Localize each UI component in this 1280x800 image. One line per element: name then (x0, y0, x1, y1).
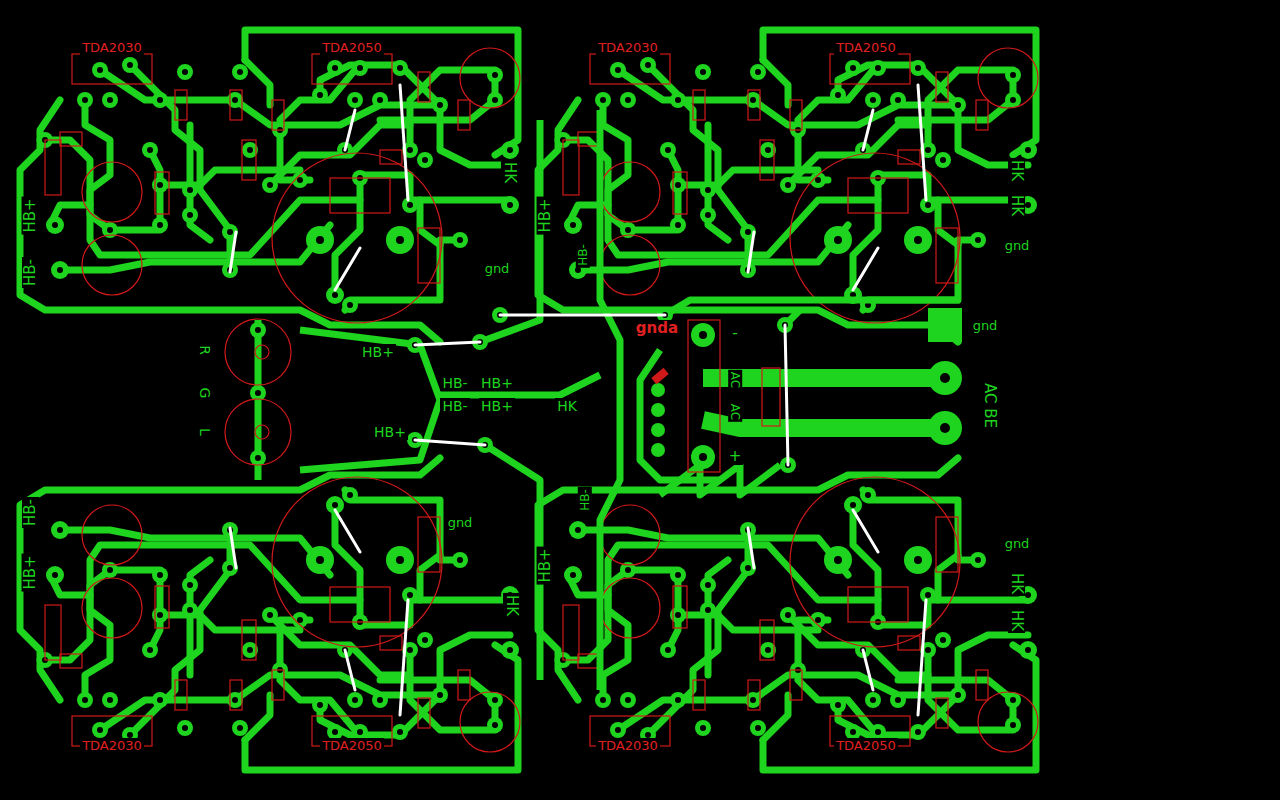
board-label: AC (728, 402, 742, 422)
amp-quadrant (538, 458, 1038, 770)
board-label: TDA2030 (596, 40, 660, 55)
board-label: HB- (21, 257, 38, 288)
board-label: HB- (576, 242, 590, 268)
board-label: HB+ (479, 375, 515, 391)
board-label: gnd (1003, 536, 1032, 551)
board-label: gnda (634, 320, 680, 337)
center-traces (258, 110, 960, 690)
board-label: HB+ (21, 196, 38, 234)
center-holes (255, 312, 950, 468)
jumper-wires (415, 315, 788, 465)
board-label: AC BE (981, 380, 998, 429)
board-label: HB+ (536, 196, 553, 234)
board-label: HK (1009, 570, 1026, 595)
board-label: HB+ (21, 553, 38, 591)
board-label: gnd (483, 261, 512, 276)
board-label: TDA2030 (80, 40, 144, 55)
board-label: TDA2030 (596, 738, 660, 753)
board-label: gnd (446, 515, 475, 530)
board-label: R (197, 343, 213, 357)
board-label: TDA2050 (834, 738, 898, 753)
board-label: HK (1009, 157, 1026, 182)
board-label: TDA2050 (320, 40, 384, 55)
board-label: HB+ (360, 344, 396, 360)
board-label: HB- (578, 487, 592, 513)
amp-quadrant (20, 30, 520, 342)
board-label: HK (555, 398, 579, 414)
center-outlines (225, 319, 780, 472)
board-label: L (197, 426, 213, 438)
board-label: TDA2030 (80, 738, 144, 753)
board-label: TDA2050 (834, 40, 898, 55)
board-label: AC (728, 370, 742, 390)
board-label: gnd (1003, 238, 1032, 253)
board-label: TDA2050 (320, 738, 384, 753)
amp-quadrant (20, 458, 520, 770)
board-label: HB+ (479, 398, 515, 414)
board-label: G (197, 386, 213, 401)
board-label: HB- (21, 497, 38, 528)
board-label: + (727, 448, 744, 465)
board-label: HB+ (372, 424, 408, 440)
board-label: gnd (971, 318, 1000, 333)
board-label: HB- (440, 375, 469, 391)
amp-quadrant (538, 30, 1038, 342)
board-label: HK (1009, 192, 1026, 217)
board-label: HB- (440, 398, 469, 414)
board-label: - (730, 325, 739, 342)
diode-symbol (651, 368, 668, 384)
center-pads (250, 307, 962, 473)
board-label: HK (504, 592, 521, 617)
board-label: HK (502, 159, 519, 184)
board-label: HK (1009, 607, 1026, 632)
board-label: HB+ (536, 546, 553, 584)
